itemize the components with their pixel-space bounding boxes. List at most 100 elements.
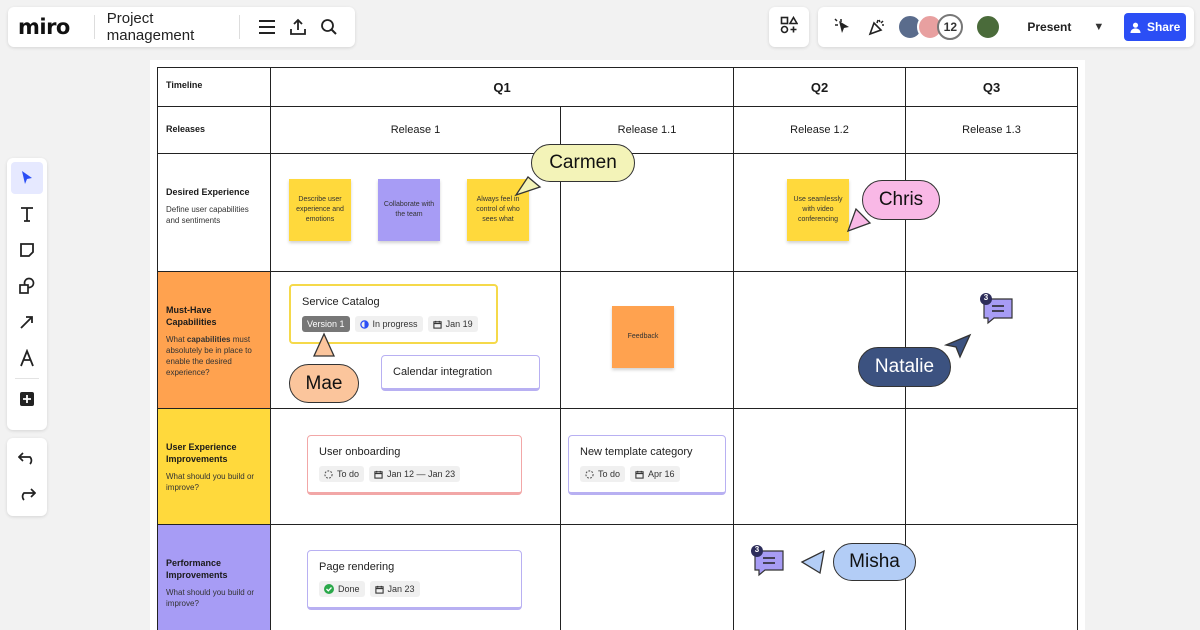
card-title: Calendar integration	[393, 366, 493, 378]
row-header-performance[interactable]: Performance Improvements What should you…	[157, 524, 271, 630]
comment-thread[interactable]: 3	[978, 291, 1014, 330]
sticky-note[interactable]: Always feel in control of who sees what	[467, 179, 529, 241]
cursor-pointer-icon[interactable]	[826, 9, 860, 45]
shapes-tool[interactable]	[11, 270, 43, 302]
history-toolbar	[7, 438, 47, 516]
version-tag[interactable]: Version 1	[302, 316, 350, 332]
grid-cell[interactable]	[733, 408, 906, 525]
releases-header-cell[interactable]: Releases	[157, 106, 271, 154]
cursor-arrow-icon	[846, 207, 872, 233]
participant-count-badge[interactable]: 12	[937, 14, 964, 40]
sticky-note[interactable]: Use seamlessly with video conferencing	[787, 179, 849, 241]
comment-icon	[751, 545, 784, 577]
card-page-rendering[interactable]: Page rendering Done Jan 23	[307, 550, 522, 610]
release-label: Release 1	[390, 124, 441, 136]
check-circle-icon	[324, 584, 334, 594]
release-cell[interactable]: Release 1.1	[560, 106, 734, 154]
row-header-must-have[interactable]: Must-Have Capabilities What capabilities…	[157, 271, 271, 409]
pen-tool[interactable]	[11, 342, 43, 374]
comment-thread[interactable]: 3	[749, 543, 785, 582]
date-chip[interactable]: Jan 12 — Jan 23	[369, 466, 461, 482]
pointer-icon	[22, 171, 32, 184]
collaborator-avatars[interactable]: 12	[897, 14, 1002, 40]
add-more-tool[interactable]	[11, 383, 43, 415]
row-title: User Experience Improvements	[166, 442, 237, 464]
quarter-label: Q1	[493, 80, 511, 95]
search-icon[interactable]	[314, 9, 345, 45]
upload-icon[interactable]	[283, 9, 314, 45]
sticky-note-icon	[20, 243, 34, 257]
grid-cell[interactable]	[560, 524, 734, 630]
menu-icon[interactable]	[251, 9, 282, 45]
date-label: Apr 16	[648, 469, 675, 479]
text-icon	[21, 207, 33, 222]
status-label: Done	[338, 584, 360, 594]
select-tool[interactable]	[11, 162, 43, 194]
status-chip[interactable]: To do	[580, 466, 626, 482]
left-toolbar	[7, 158, 47, 430]
card-calendar-integration[interactable]: Calendar integration	[381, 355, 540, 391]
connector-tool[interactable]	[11, 306, 43, 338]
status-label: To do	[598, 469, 621, 479]
cursor-label-carmen: Carmen	[531, 144, 635, 182]
quarter-label: Q2	[810, 80, 829, 95]
date-chip[interactable]: Jan 23	[369, 581, 420, 597]
present-button[interactable]: Present	[1027, 20, 1072, 34]
quarter-header-q2[interactable]: Q2	[733, 67, 906, 107]
card-user-onboarding[interactable]: User onboarding To do Jan 12 — Jan 23	[307, 435, 522, 495]
grid-cell[interactable]	[905, 408, 1078, 525]
sticky-note[interactable]: Collaborate with the team	[378, 179, 440, 241]
card-title: User onboarding	[319, 446, 401, 458]
release-cell[interactable]: Release 1.3	[905, 106, 1078, 154]
calendar-icon	[374, 470, 383, 479]
timeline-label: Timeline	[166, 80, 203, 90]
board-title[interactable]: Project management	[106, 10, 195, 44]
apps-button[interactable]	[769, 7, 809, 47]
grid-cell[interactable]	[733, 271, 906, 409]
status-chip[interactable]: To do	[319, 466, 365, 482]
comment-count-badge: 3	[983, 293, 989, 302]
date-chip[interactable]: Jan 19	[427, 316, 478, 332]
quarter-header-q1[interactable]: Q1	[270, 67, 734, 107]
quarter-label: Q3	[982, 80, 1001, 95]
text-tool[interactable]	[11, 198, 43, 230]
grid-corner-cell[interactable]: Timeline	[157, 67, 271, 107]
card-service-catalog[interactable]: Service Catalog Version 1 In progress Ja…	[289, 284, 498, 344]
release-cell[interactable]: Release 1.2	[733, 106, 906, 154]
todo-icon	[585, 469, 594, 479]
row-subtitle: What should you build or improve?	[166, 588, 255, 608]
row-header-ux-improvements[interactable]: User Experience Improvements What should…	[157, 408, 271, 525]
status-chip[interactable]: Done	[319, 581, 365, 597]
in-progress-icon	[359, 319, 369, 329]
todo-icon	[324, 469, 333, 479]
current-user-avatar[interactable]	[975, 14, 1002, 40]
quarter-header-q3[interactable]: Q3	[905, 67, 1078, 107]
row-title: Performance Improvements	[166, 558, 228, 580]
card-title: New template category	[580, 446, 693, 458]
release-cell[interactable]: Release 1	[270, 106, 561, 154]
comment-icon	[980, 293, 1013, 325]
redo-button[interactable]	[11, 478, 43, 510]
status-chip[interactable]: In progress	[354, 316, 423, 332]
miro-logo[interactable]: miro	[18, 15, 70, 39]
arrow-icon	[20, 316, 33, 329]
card-new-template-category[interactable]: New template category To do Apr 16	[568, 435, 726, 495]
sticky-note[interactable]: Feedback	[612, 306, 674, 368]
row-subtitle: Define user capabilities and sentiments	[166, 205, 249, 225]
cursor-label-chris: Chris	[862, 180, 940, 220]
celebrate-icon[interactable]	[860, 9, 894, 45]
sticky-note[interactable]: Describe user experience and emotions	[289, 179, 351, 241]
user-icon	[1130, 22, 1141, 33]
calendar-icon	[432, 320, 442, 329]
cursor-label-misha: Misha	[833, 543, 916, 581]
date-chip[interactable]: Apr 16	[630, 466, 680, 482]
share-button[interactable]: Share	[1124, 13, 1186, 41]
top-right-toolbar: 12 Present ▼ Share	[818, 7, 1194, 47]
chevron-down-icon[interactable]: ▼	[1093, 21, 1105, 33]
sticky-note-tool[interactable]	[11, 234, 43, 266]
release-label: Release 1.1	[617, 124, 677, 136]
undo-button[interactable]	[11, 442, 43, 474]
row-header-desired-experience[interactable]: Desired Experience Define user capabilit…	[157, 153, 271, 272]
grid-cell[interactable]	[905, 524, 1078, 630]
divider	[93, 15, 95, 39]
